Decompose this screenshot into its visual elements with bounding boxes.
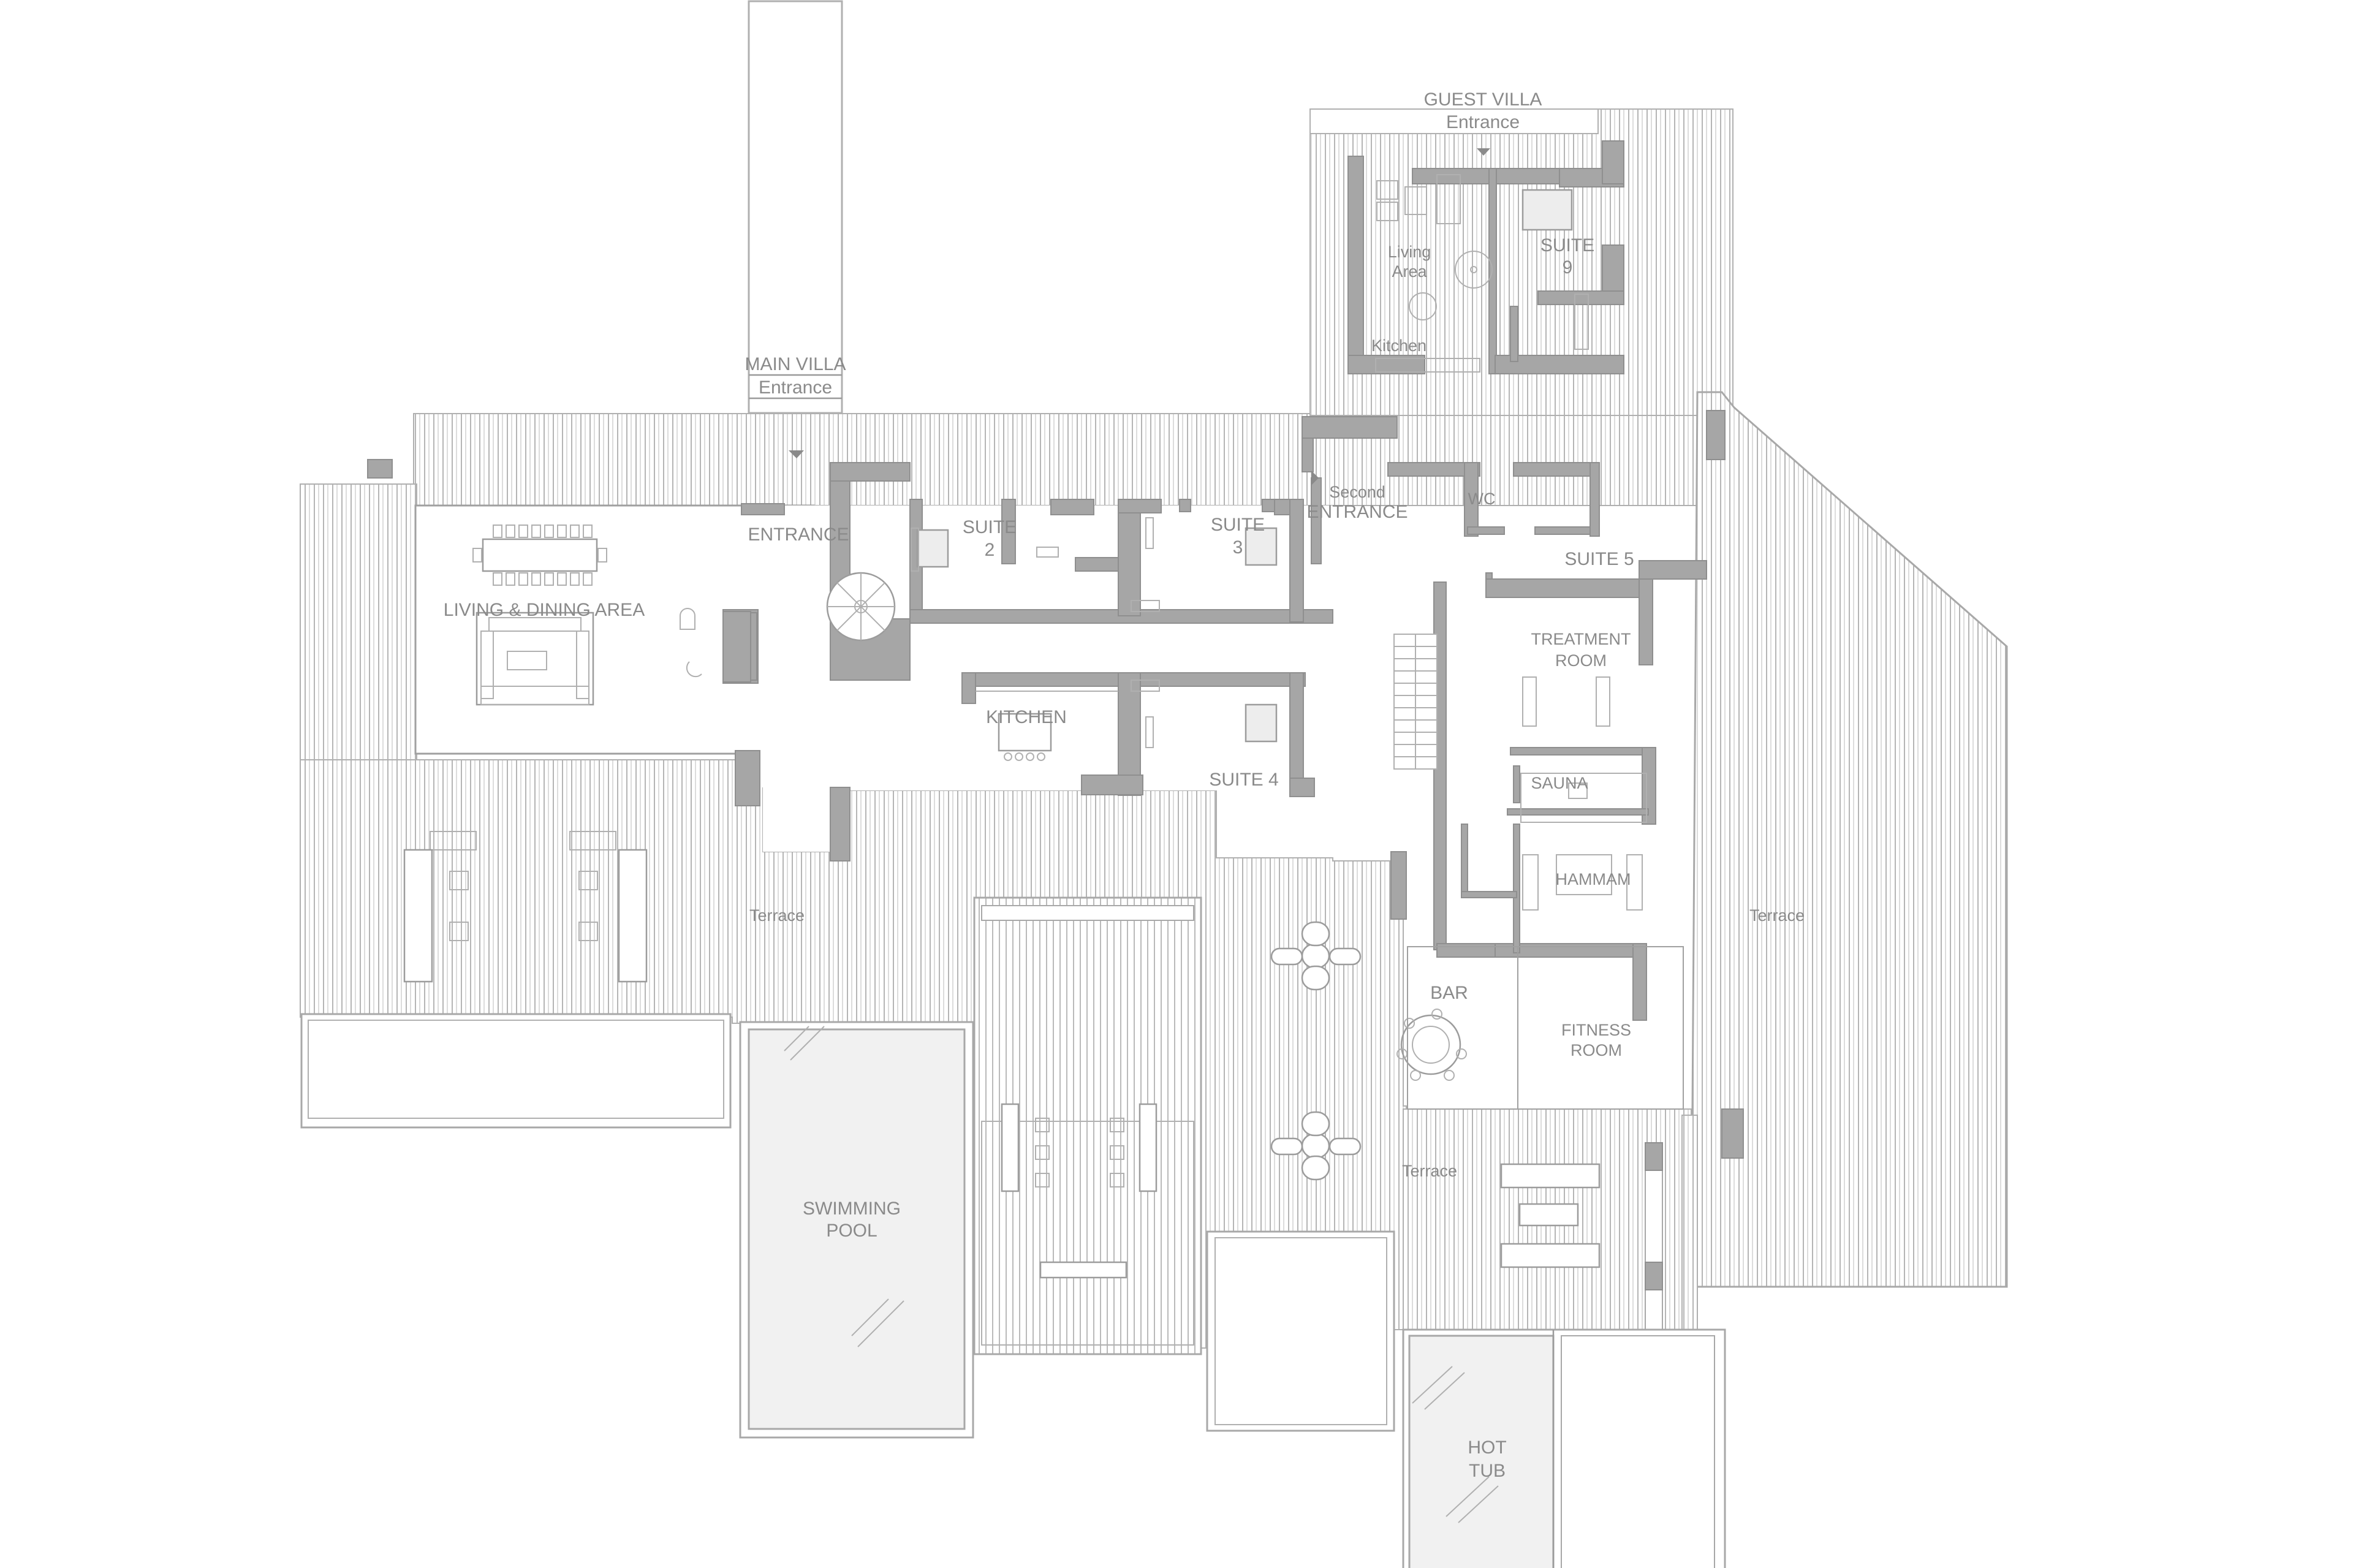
treatment-bed bbox=[1522, 676, 1537, 727]
bar-label: BAR bbox=[1430, 983, 1468, 1003]
guest-kitchen-label: Kitchen bbox=[1371, 336, 1427, 355]
suite-4-bed bbox=[1245, 703, 1278, 743]
main-entrance-arrow-icon bbox=[789, 450, 804, 458]
dining-table bbox=[472, 525, 607, 586]
tree-icon bbox=[342, 1025, 430, 1113]
suite-3-bed bbox=[1245, 527, 1278, 566]
straight-staircase bbox=[1393, 634, 1438, 770]
tree-icon bbox=[1249, 1267, 1337, 1355]
suite-2-number: 2 bbox=[985, 540, 995, 560]
kitchen-label: KITCHEN bbox=[986, 707, 1067, 727]
swimming-pool bbox=[739, 1021, 974, 1439]
kitchen-island bbox=[976, 691, 1118, 761]
wc-label: WC bbox=[1468, 490, 1496, 508]
living-dining-label: LIVING & DINING AREA bbox=[444, 600, 645, 620]
terrace-left-label: Terrace bbox=[749, 906, 805, 925]
treatment-room-label: TREATMENT bbox=[1531, 630, 1631, 648]
treatment-room-label-2: ROOM bbox=[1555, 651, 1607, 670]
spiral-staircase bbox=[826, 572, 896, 642]
guest-living-label-2: Area bbox=[1392, 262, 1427, 281]
second-entrance-label-2: ENTRANCE bbox=[1306, 502, 1408, 522]
bar-terrace-lounge bbox=[1500, 1163, 1601, 1268]
suite-2-label: SUITE bbox=[963, 517, 1017, 537]
fitness-room-label-2: ROOM bbox=[1571, 1041, 1622, 1059]
main-villa-title: MAIN VILLA bbox=[745, 354, 846, 374]
planter-right bbox=[1561, 1335, 1715, 1568]
suite-3-label: SUITE bbox=[1211, 515, 1265, 535]
planter-left bbox=[300, 1013, 732, 1129]
guest-villa-entrance-label: Entrance bbox=[1446, 112, 1520, 132]
fitness-room-label: FITNESS bbox=[1561, 1021, 1631, 1039]
tree-icon bbox=[607, 1025, 695, 1113]
hot-tub-label-2: TUB bbox=[1469, 1461, 1506, 1481]
left-terrace-lounge-1 bbox=[403, 831, 477, 983]
outdoor-table-2 bbox=[1270, 1111, 1362, 1181]
tree-icon bbox=[477, 1025, 565, 1113]
entrance-label: ENTRANCE bbox=[748, 525, 849, 545]
armchair bbox=[680, 608, 695, 630]
top-deck bbox=[413, 413, 1732, 506]
suite-3-number: 3 bbox=[1233, 537, 1243, 558]
planter-center bbox=[1206, 1230, 1395, 1432]
main-villa-entrance-path bbox=[748, 0, 843, 414]
terrace-bottom-label: Terrace bbox=[1402, 1162, 1457, 1180]
suite-9-number: 9 bbox=[1563, 257, 1573, 278]
suite-2-bed bbox=[916, 529, 949, 568]
outdoor-table-1 bbox=[1270, 921, 1362, 991]
guest-villa-title: GUEST VILLA bbox=[1424, 89, 1542, 110]
fireplace bbox=[722, 611, 751, 683]
hammam-label: HAMMAM bbox=[1556, 870, 1631, 888]
second-entrance-label: Second bbox=[1329, 483, 1385, 501]
swimming-pool-label: SWIMMING bbox=[803, 1199, 901, 1219]
suite-5-label: SUITE 5 bbox=[1564, 549, 1634, 569]
living-sofa-set bbox=[476, 612, 594, 706]
left-terrace-lounge-2 bbox=[569, 831, 648, 983]
suite-4-label: SUITE 4 bbox=[1209, 770, 1278, 790]
main-villa-entrance-label: Entrance bbox=[759, 377, 832, 398]
treatment-bed bbox=[1596, 676, 1610, 727]
second-entrance-arrow-icon bbox=[1311, 471, 1319, 485]
guest-living-label: Living bbox=[1388, 243, 1431, 261]
tree-icon bbox=[1597, 1349, 1669, 1420]
guest-entrance-arrow-icon bbox=[1477, 148, 1490, 156]
guest-villa-furniture bbox=[1375, 174, 1589, 373]
suite-9-label: SUITE bbox=[1540, 235, 1594, 256]
hot-tub-label: HOT bbox=[1468, 1437, 1506, 1458]
swimming-pool-label-2: POOL bbox=[826, 1221, 877, 1241]
center-lounge-set bbox=[1001, 1103, 1158, 1279]
sauna-label: SAUNA bbox=[1531, 774, 1588, 792]
tree-icon bbox=[1597, 1453, 1669, 1524]
terrace-right-label: Terrace bbox=[1749, 906, 1805, 925]
